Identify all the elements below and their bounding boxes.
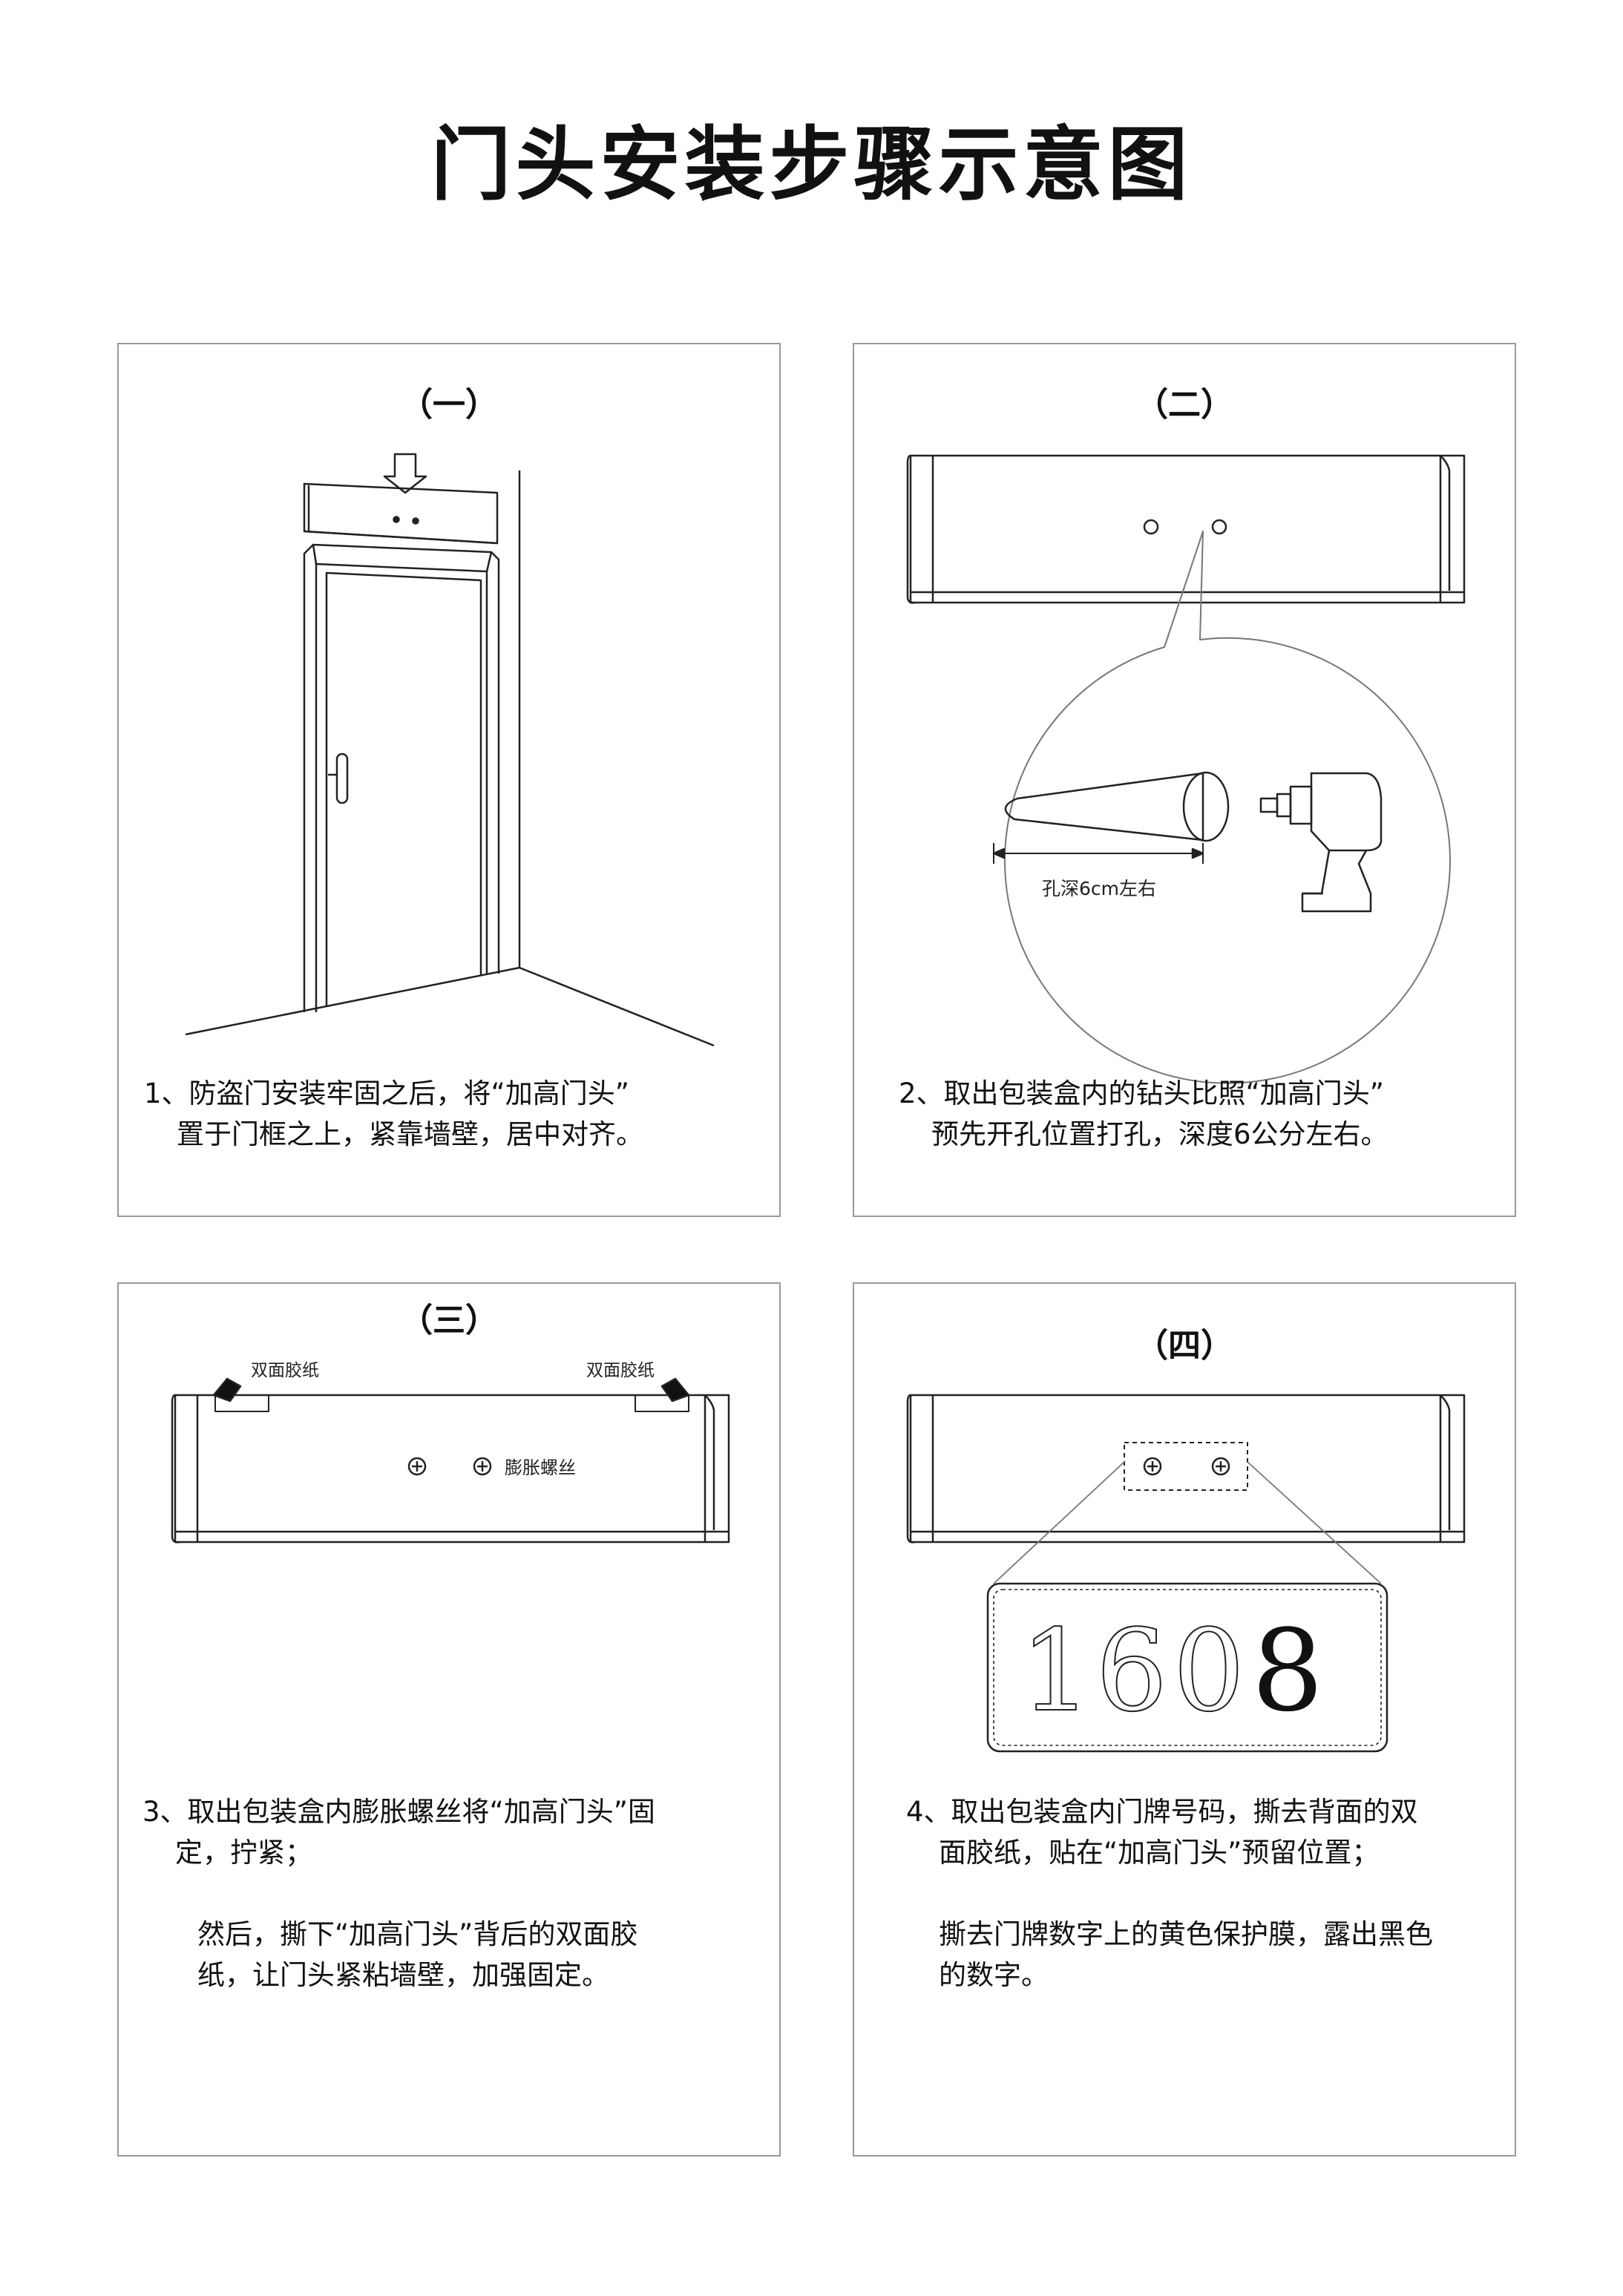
plate-digit-2: 6 [1096, 1605, 1168, 1736]
step-3-line-4: 然后，撕下“加高门头”背后的双面胶 [197, 1918, 638, 1950]
number-plate-illustration: 1 6 0 8 [906, 1394, 1466, 1753]
drilling-illustration: 孔深6cm左右 [906, 454, 1466, 1084]
screw-icon [1211, 1457, 1230, 1476]
electric-drill-icon [1259, 772, 1383, 913]
door-installation-illustration [185, 453, 715, 1047]
screw-icon [407, 1457, 427, 1476]
step-4-line-3 [906, 1873, 1433, 1914]
page-title: 门头安装步骤示意图 [430, 119, 1193, 211]
step-3-line-1: 3、取出包装盒内膨胀螺丝将“加高门头”固 [142, 1796, 655, 1828]
step-1-line-1: 1、防盗门安装牢固之后，将“加高门头” [144, 1078, 629, 1109]
step-3-line-5: 纸，让门头紧粘墙壁，加强固定。 [197, 1959, 609, 1991]
step-2-label: （二） [1135, 386, 1233, 424]
step-4-line-5: 的数字。 [939, 1959, 1049, 1991]
step-3-label: （三） [400, 1302, 498, 1339]
screw-icon [473, 1457, 492, 1476]
step-3-line-3 [142, 1873, 655, 1914]
hole-depth-label: 孔深6cm左右 [1042, 878, 1156, 899]
step-2-panel: （二） [853, 343, 1516, 1217]
step-4-panel: （四） 1 [853, 1282, 1516, 2156]
step-4-label: （四） [1135, 1327, 1233, 1365]
step-1-description: 1、防盗门安装牢固之后，将“加高门头” 置于门框之上，紧靠墙壁，居中对齐。 [144, 1073, 643, 1155]
step-1-label: （一） [400, 386, 498, 424]
down-arrow-icon [383, 453, 427, 494]
step-1-panel: （一） 1、防盗门安装牢固之后， [117, 343, 781, 1217]
step-1-line-2: 置于门框之上，紧靠墙壁，居中对齐。 [177, 1118, 643, 1150]
step-3-line-2: 定，拧紧； [175, 1837, 312, 1869]
plate-digit-4: 8 [1252, 1605, 1324, 1736]
step-2-line-2: 预先开孔位置打孔，深度6公分左右。 [931, 1118, 1388, 1150]
plate-digit-3: 0 [1173, 1605, 1245, 1736]
step-4-description: 4、取出包装盒内门牌号码，撕去背面的双 面胶纸，贴在“加高门头”预留位置； 撕去… [906, 1791, 1433, 1995]
tape-right-label: 双面胶纸 [586, 1361, 655, 1380]
step-2-description: 2、取出包装盒内的钻头比照“加高门头” 预先开孔位置打孔，深度6公分左右。 [899, 1073, 1388, 1155]
tape-left-label: 双面胶纸 [251, 1361, 319, 1380]
step-3-panel: （三） 双面胶纸 双面胶纸 膨胀螺丝 [117, 1282, 781, 2156]
screw-icon [1143, 1457, 1162, 1476]
step-4-line-1: 4、取出包装盒内门牌号码，撕去背面的双 [906, 1796, 1418, 1828]
step-2-line-1: 2、取出包装盒内的钻头比照“加高门头” [899, 1078, 1384, 1109]
plate-digit-1: 1 [1020, 1605, 1092, 1736]
step-4-line-4: 撕去门牌数字上的黄色保护膜，露出黑色 [939, 1918, 1433, 1950]
step-3-description: 3、取出包装盒内膨胀螺丝将“加高门头”固 定，拧紧； 然后，撕下“加高门头”背后… [142, 1791, 655, 1995]
step-4-line-2: 面胶纸，贴在“加高门头”预留位置； [939, 1837, 1380, 1869]
screw-fixing-illustration: 双面胶纸 双面胶纸 膨胀螺丝 [171, 1361, 730, 1544]
expansion-screw-label: 膨胀螺丝 [505, 1457, 576, 1478]
